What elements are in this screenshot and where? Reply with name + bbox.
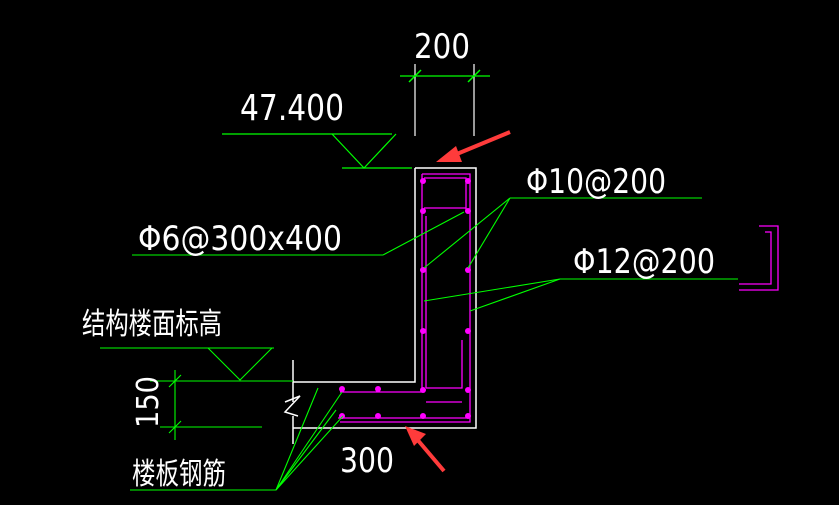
red-arrow-bottom [405, 426, 446, 473]
structure-level-label: 结构楼面标高 [82, 307, 222, 342]
dimension-top-200: 200 [400, 27, 490, 136]
leader-lines [100, 197, 738, 491]
dimension-left-text: 150 [131, 376, 166, 428]
elevation-text: 47.400 [240, 88, 344, 129]
concrete-outline [283, 167, 477, 444]
dimension-top-text: 200 [414, 27, 470, 67]
slab-rebar-label: 楼板钢筋 [132, 457, 226, 492]
reference-bracket [739, 225, 779, 291]
rebar-dots [339, 178, 471, 419]
rebar-cage [338, 173, 471, 423]
rebar-mid-right-label: Φ12@200 [573, 242, 715, 282]
elevation-marker: 47.400 [222, 88, 412, 169]
dimension-bottom-text: 300 [340, 441, 394, 481]
red-arrow-top [436, 130, 511, 162]
stirrup-label: Φ6@300x400 [138, 219, 342, 259]
rebar-top-right-label: Φ10@200 [526, 162, 666, 202]
